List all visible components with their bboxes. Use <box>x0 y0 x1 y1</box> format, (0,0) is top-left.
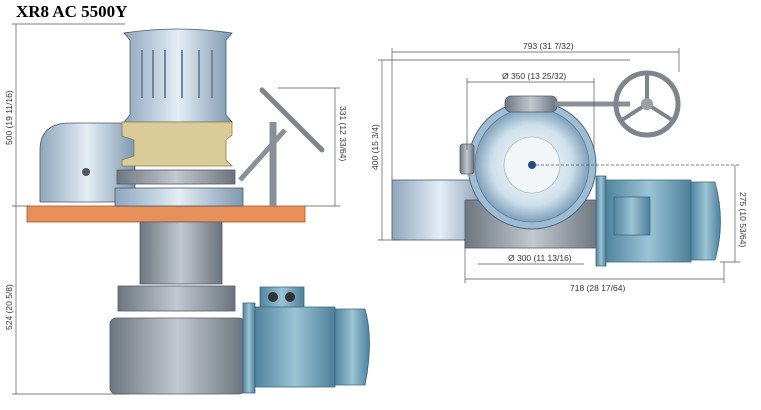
handle-lever <box>259 87 325 153</box>
handle-arm <box>238 128 287 182</box>
chain-pipe-housing <box>39 122 136 203</box>
base-ring <box>116 169 236 185</box>
motor-flange-top <box>595 175 607 267</box>
dim-drum-diameter-label: Ø 350 (13 25/32) <box>502 71 566 81</box>
dim-motor-offset-label: 275 (10 53/64) <box>738 192 748 247</box>
cable-gland <box>268 292 278 302</box>
dim-height-top-label: 500 (19 11/16) <box>4 90 14 145</box>
terminal-box-top <box>613 196 651 236</box>
dim-overall-width-label: 793 (31 7/32) <box>523 41 574 51</box>
motor-terminal-box <box>259 286 305 308</box>
top-clamp <box>504 95 558 113</box>
dim-handle-label: 331 (12 33/64) <box>338 106 348 161</box>
capstan-drum <box>123 28 233 123</box>
top-dimensions: 793 (31 7/32) 400 (15 3/4) Ø 350 (13 25/… <box>370 41 748 293</box>
handwheel-hub <box>641 98 653 110</box>
motor-fan-cover <box>334 308 370 386</box>
dim-height-bottom-label: 524 (20 5/8) <box>4 284 14 330</box>
product-title: XR8 AC 5500Y <box>16 2 128 21</box>
gypsy-wheel <box>121 121 233 167</box>
dim-base-diameter-label: Ø 300 (11 13/16) <box>508 253 572 263</box>
deck-plate <box>26 205 306 223</box>
dim-depth-label: 400 (15 3/4) <box>370 124 380 170</box>
side-dimensions: 500 (19 11/16) 524 (20 5/8) 331 (12 33/6… <box>4 23 348 395</box>
handwheel <box>613 70 681 138</box>
base-skirt <box>114 187 244 207</box>
side-view-windlass <box>26 28 370 395</box>
drum-ribs <box>141 50 213 98</box>
dim-motor-length-label: 718 (28 17/64) <box>570 283 625 293</box>
motor-body <box>254 306 336 388</box>
housing-bolt <box>82 168 90 176</box>
motor-fan-cover-top <box>690 181 721 261</box>
motor-flange <box>242 302 256 394</box>
gearbox-flange <box>117 285 236 312</box>
below-deck-column <box>139 221 223 285</box>
top-view-windlass <box>391 70 721 267</box>
gearbox <box>109 317 246 395</box>
cable-gland <box>285 292 295 302</box>
drum-center <box>528 161 536 169</box>
